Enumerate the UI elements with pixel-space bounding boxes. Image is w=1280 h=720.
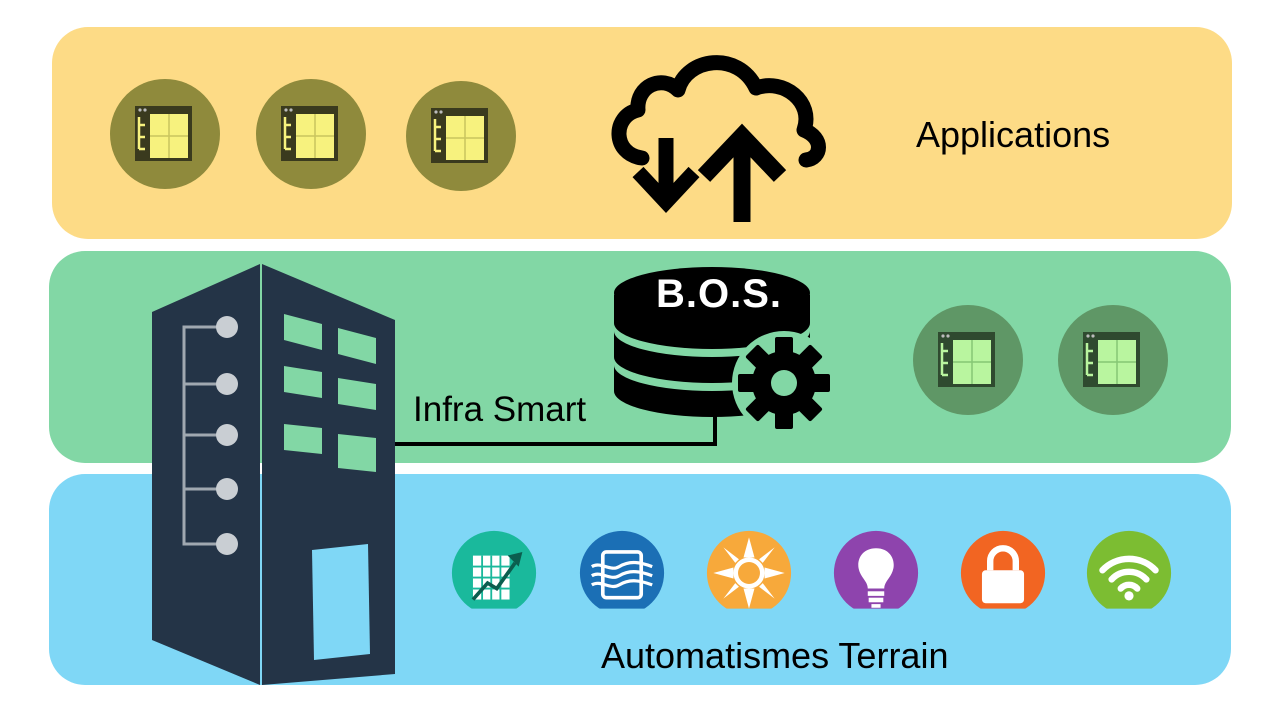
light-bulb-icon bbox=[833, 530, 919, 609]
applications-label: Applications bbox=[916, 114, 1111, 155]
connector-line bbox=[395, 410, 717, 446]
infra-smart-label: Infra Smart bbox=[413, 390, 587, 429]
database-label: B.O.S. bbox=[656, 272, 783, 316]
app-window-icon-3 bbox=[406, 81, 516, 191]
app-window-icon-4 bbox=[913, 305, 1023, 415]
database-gear-icon bbox=[614, 267, 836, 435]
sun-icon bbox=[706, 530, 792, 609]
lock-icon bbox=[960, 530, 1046, 609]
building-icon bbox=[152, 264, 395, 685]
cloud-sync-icon bbox=[611, 55, 826, 222]
app-window-icon-2 bbox=[256, 79, 366, 189]
field-automation-label: Automatismes Terrain bbox=[601, 635, 949, 676]
hvac-icon bbox=[579, 530, 665, 609]
wifi-icon bbox=[1086, 530, 1172, 609]
applications-layer bbox=[52, 27, 1232, 239]
app-window-icon-1 bbox=[110, 79, 220, 189]
app-window-icon-5 bbox=[1058, 305, 1168, 415]
energy-chart-icon bbox=[451, 530, 537, 609]
